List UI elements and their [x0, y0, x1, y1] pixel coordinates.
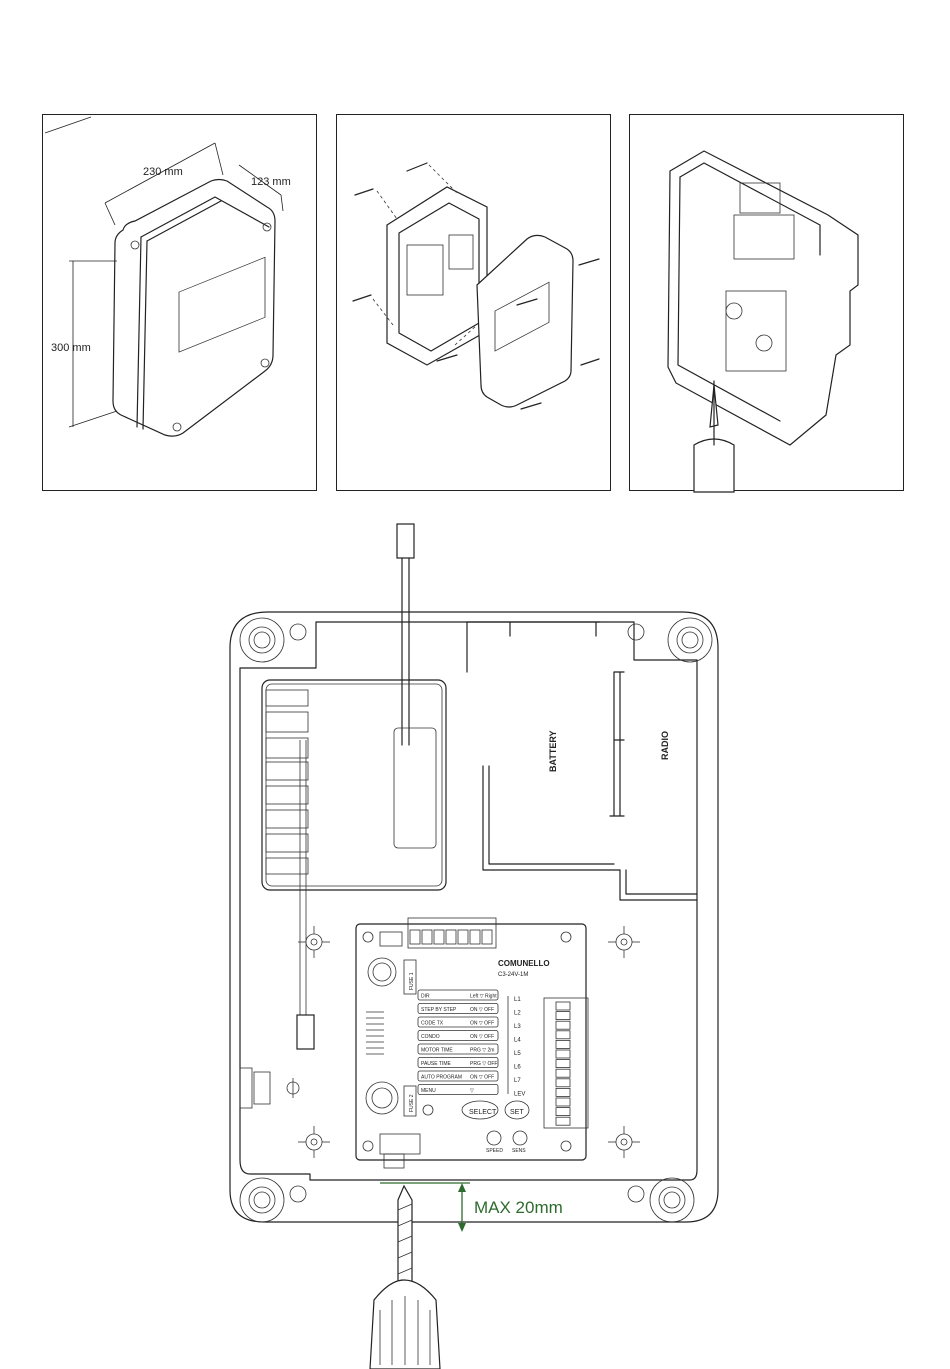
- sens-trimmer[interactable]: [513, 1131, 527, 1145]
- select-button[interactable]: SELECT: [462, 1101, 498, 1119]
- fuse1-label: FUSE 1: [409, 972, 415, 990]
- menu-label: DIR: [421, 994, 430, 1000]
- terminal-block: [556, 1108, 570, 1116]
- svg-text:SET: SET: [510, 1109, 524, 1116]
- menu-label: PAUSE TIME: [421, 1061, 451, 1067]
- led-label: L6: [514, 1065, 521, 1071]
- led-label: L1: [514, 997, 521, 1003]
- menu-label: CONDO: [421, 1034, 440, 1040]
- menu-value: ON ▽ OFF: [470, 1075, 494, 1081]
- model-label: C3-24V-1M: [498, 972, 528, 978]
- enclosure-outline: [230, 612, 718, 1222]
- brand-label: COMUNELLO: [498, 959, 550, 968]
- terminal-block: [556, 1031, 570, 1039]
- menu-label: MENU: [421, 1088, 436, 1094]
- menu-value: ON ▽ OFF: [470, 1021, 494, 1027]
- menu-value: PRG ▽ OFF: [470, 1061, 497, 1067]
- led-label: L5: [514, 1051, 521, 1057]
- terminal-block: [556, 1079, 570, 1087]
- terminal-block: [556, 1117, 570, 1125]
- menu-row: CODE TX ON ▽ OFF: [418, 1017, 498, 1027]
- svg-text:SELECT: SELECT: [469, 1109, 497, 1116]
- mounting-points: [298, 926, 640, 1158]
- menu-value: Left ▽ Right: [470, 994, 497, 1000]
- menu-row: AUTO PROGRAM ON ▽ OFF: [418, 1071, 498, 1081]
- sens-label: SENS: [512, 1148, 526, 1154]
- menu-value: ON ▽ OFF: [470, 1007, 494, 1013]
- menu-label: CODE TX: [421, 1021, 444, 1027]
- terminal-block: [556, 1040, 570, 1048]
- battery-label: BATTERY: [548, 731, 558, 773]
- menu-value: ▽: [470, 1088, 474, 1094]
- terminal-block: [556, 1050, 570, 1058]
- terminal-block: [556, 1088, 570, 1096]
- led-label: LEV: [514, 1092, 525, 1098]
- led-label: L3: [514, 1024, 521, 1030]
- menu-row: PAUSE TIME PRG ▽ OFF: [418, 1058, 498, 1068]
- terminal-block: [556, 1021, 570, 1029]
- menu-label: AUTO PROGRAM: [421, 1075, 462, 1081]
- menu-label: STEP BY STEP: [421, 1007, 457, 1013]
- menu-row: MOTOR TIME PRG ▽ 2m: [418, 1044, 498, 1054]
- menu-value: ON ▽ OFF: [470, 1034, 494, 1040]
- menu-label: MOTOR TIME: [421, 1048, 453, 1054]
- radio-label: RADIO: [660, 731, 670, 760]
- terminal-block: [556, 1012, 570, 1020]
- set-button[interactable]: SET: [505, 1101, 529, 1119]
- led-label: L4: [514, 1038, 521, 1044]
- terminal-block: [556, 1002, 570, 1010]
- led-label: L7: [514, 1078, 521, 1084]
- speed-trimmer[interactable]: [487, 1131, 501, 1145]
- menu-row: CONDO ON ▽ OFF: [418, 1031, 498, 1041]
- drill-bit: [398, 1186, 412, 1282]
- speed-label: SPEED: [486, 1148, 503, 1154]
- terminal-block: [556, 1060, 570, 1068]
- antenna-connector: [397, 524, 414, 558]
- drill-depth-note: MAX 20mm: [474, 1198, 563, 1217]
- menu-row: MENU ▽: [418, 1085, 498, 1095]
- led-label: L2: [514, 1011, 521, 1017]
- menu-value: PRG ▽ 2m: [470, 1048, 494, 1054]
- terminal-block: [556, 1069, 570, 1077]
- terminal-block: [556, 1098, 570, 1106]
- fuse2-label: FUSE 2: [409, 1094, 415, 1112]
- menu-row: DIR Left ▽ Right: [418, 990, 498, 1000]
- control-board: [356, 924, 586, 1160]
- menu-row: STEP BY STEP ON ▽ OFF: [418, 1004, 498, 1014]
